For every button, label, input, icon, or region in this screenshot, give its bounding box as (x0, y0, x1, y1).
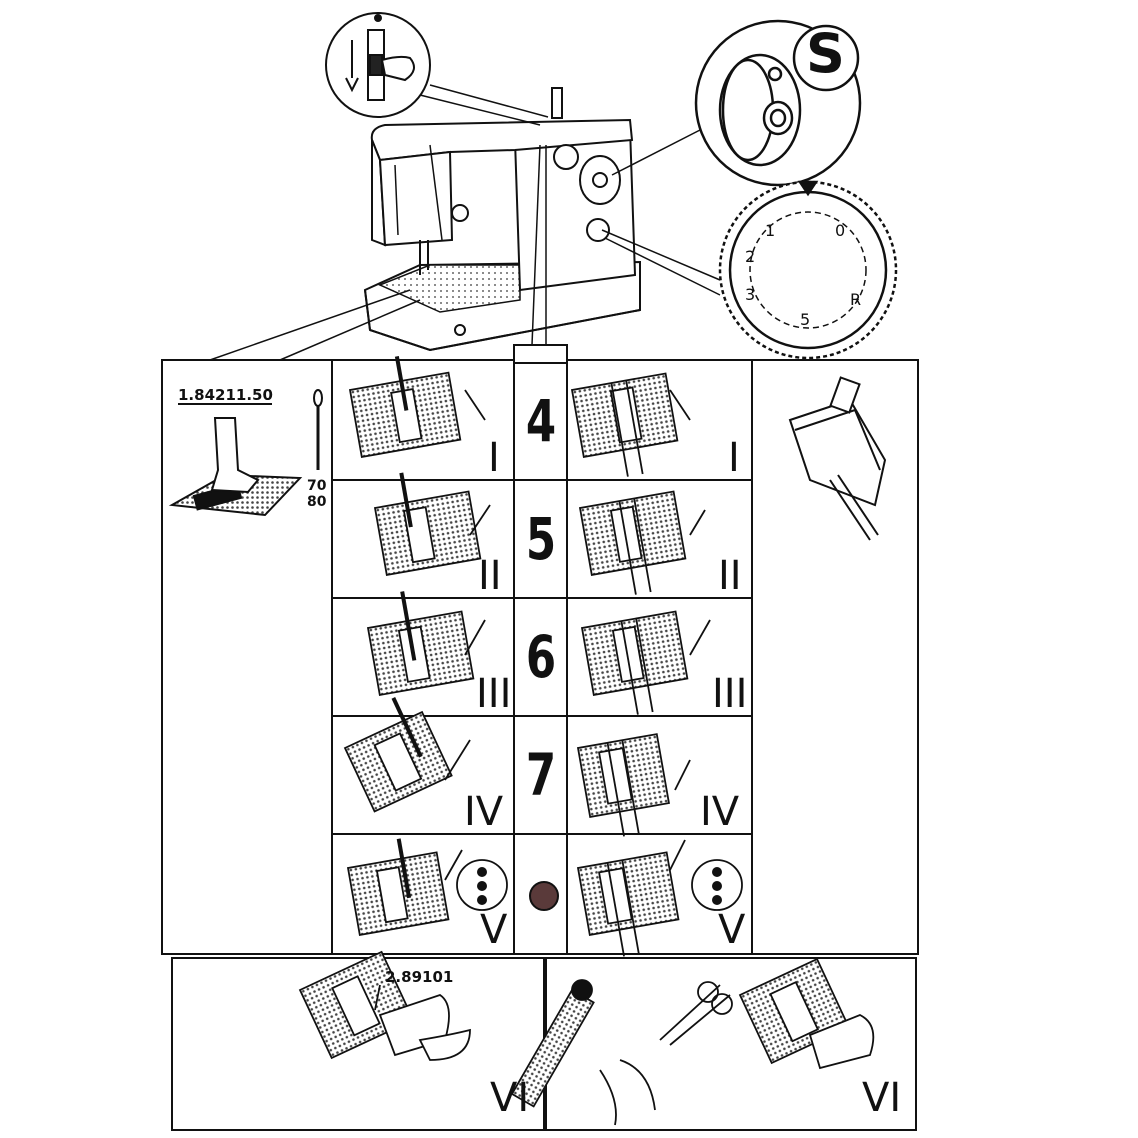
center-dot (529, 881, 559, 911)
needle-size-80: 80 (307, 494, 327, 510)
right-roman-2: II (718, 553, 742, 599)
svg-text:1: 1 (765, 221, 775, 240)
right-roman-1: I (728, 435, 740, 481)
left-roman-5: V (480, 907, 508, 953)
right-roman-3: III (712, 671, 748, 717)
step-number-6: 6 (525, 623, 557, 691)
svg-text:5: 5 (800, 310, 810, 329)
bottom-roman-left: VI (490, 1075, 530, 1121)
cutting-drawing (298, 950, 875, 1126)
svg-text:2: 2 (745, 247, 755, 266)
presser-foot-part-number: 1.84211.50 (178, 386, 273, 404)
sewing-machine-drawing (363, 87, 641, 352)
dot-indicators (477, 867, 722, 905)
step-number-4: 4 (525, 387, 557, 455)
left-roman-1: I (488, 435, 500, 481)
right-roman-4: IV (700, 789, 740, 835)
bottom-roman-right: VI (862, 1075, 902, 1121)
ripper-part-number: 2.89101 (385, 968, 454, 986)
stitch-swatches (343, 356, 743, 957)
pointer-lines (209, 84, 721, 361)
cam-magnifier-drawing (694, 19, 862, 187)
dial-letter: S (806, 22, 845, 85)
step-number-5: 5 (525, 505, 557, 573)
needle-size-70: 70 (307, 478, 327, 494)
left-roman-3: III (476, 671, 512, 717)
right-roman-5: V (718, 907, 746, 953)
lever-magnifier-drawing (325, 12, 431, 118)
svg-text:0: 0 (835, 221, 845, 240)
left-roman-2: II (478, 553, 502, 599)
buttonhole-foot-drawing (788, 376, 887, 541)
presser-foot-drawing (168, 389, 323, 517)
width-dial-drawing: 0 1 2 3 5 R (718, 180, 898, 360)
step-number-7: 7 (525, 741, 557, 809)
svg-text:R: R (850, 290, 861, 309)
svg-text:3: 3 (745, 285, 755, 304)
left-roman-4: IV (464, 789, 504, 835)
